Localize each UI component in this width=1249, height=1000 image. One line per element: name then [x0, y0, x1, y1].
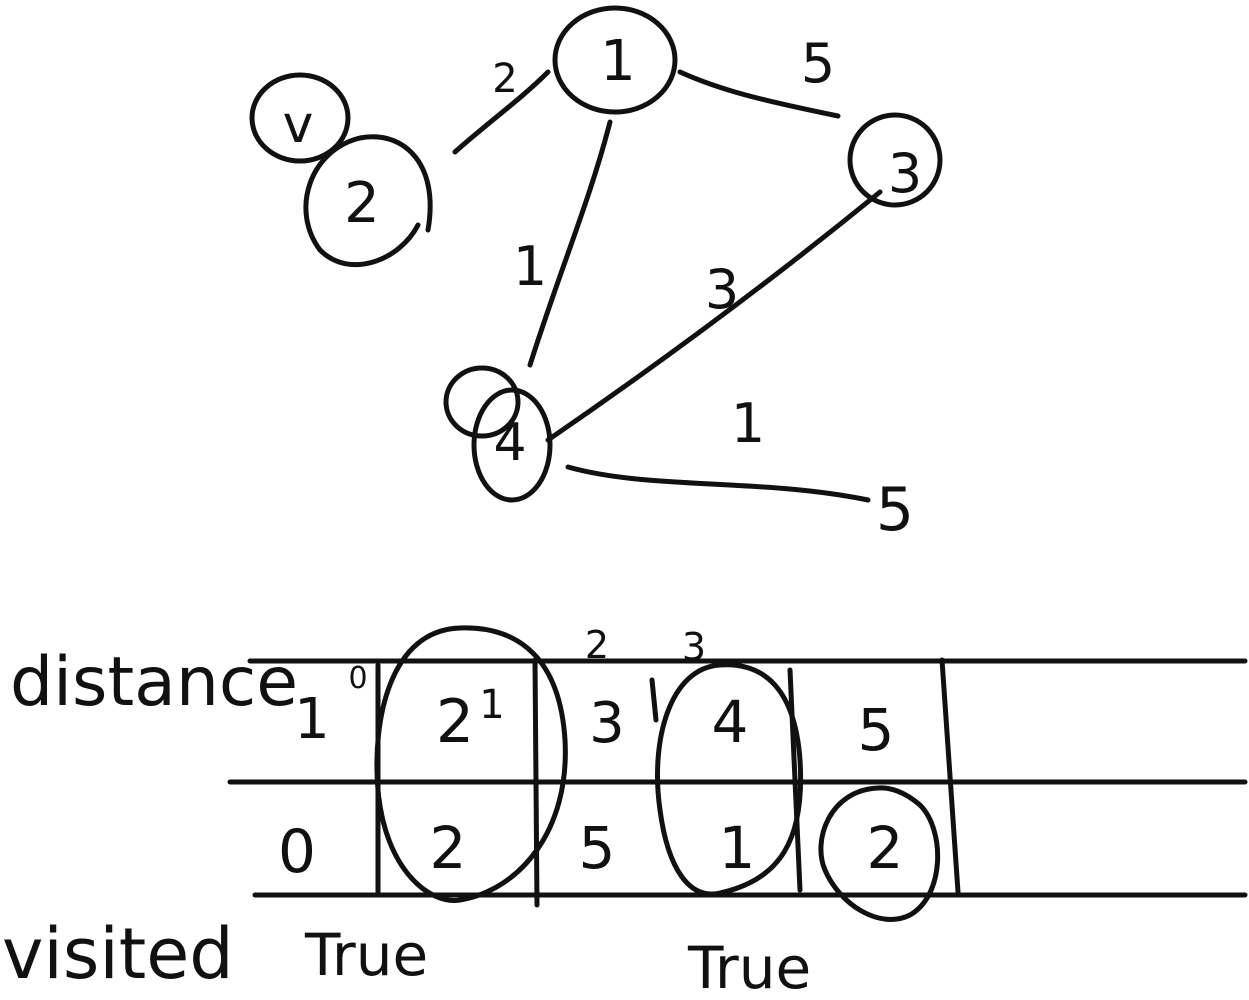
- node-4-label: 4: [493, 413, 526, 473]
- node-3: 3: [847, 112, 943, 208]
- distance-cell-5: 5: [858, 696, 895, 764]
- node-3-label: 3: [888, 142, 922, 205]
- edge-2-1: [452, 69, 551, 155]
- index-label-3: 3: [682, 625, 706, 669]
- second-row-cell-5: 2: [867, 814, 904, 882]
- distance-cell-3: 3: [589, 691, 625, 756]
- index-label-2: 2: [585, 623, 609, 667]
- weight-4-5: 1: [731, 392, 765, 455]
- node-1-label: 1: [600, 29, 636, 94]
- edge-4-3: [545, 189, 883, 443]
- node-1: 1: [552, 5, 678, 115]
- graph-nodes: 1 v 2 3 4 5: [249, 5, 943, 545]
- table-divider-2: [532, 657, 540, 908]
- edge-1-4: [527, 119, 613, 368]
- distance-cell-2-mark: 1: [479, 682, 504, 728]
- visited-mark-label: v: [283, 95, 314, 155]
- node-1-circle: [552, 5, 678, 115]
- column-5-loop: [818, 785, 941, 922]
- visited-mark-circle: [249, 72, 351, 164]
- second-row-cell-1: 0: [278, 817, 316, 887]
- distance-cell-1: 1: [294, 687, 330, 752]
- node-4-circle: [471, 387, 553, 503]
- node-4-visited-circle: [443, 365, 521, 439]
- edge-1-3: [677, 69, 841, 119]
- second-row-cell-3: 5: [579, 814, 616, 882]
- weight-1-4: 1: [513, 235, 547, 298]
- edge-weights: 2 5 1 3 1: [492, 32, 835, 455]
- second-row-cell-2: 2: [430, 814, 467, 882]
- row-label-distance: distance: [10, 643, 298, 722]
- distance-table: distance visited 0 2 3 1 2 1 3 4 5 0 2 5…: [2, 623, 1248, 1000]
- node-2-circle: [303, 134, 433, 268]
- node-5: 5: [876, 475, 914, 545]
- graph-edges: [452, 69, 883, 503]
- row-label-visited: visited: [2, 913, 234, 995]
- table-divider-3: [649, 677, 659, 723]
- node-5-label: 5: [876, 475, 914, 545]
- index-label-0: 0: [348, 661, 367, 696]
- weight-2-1: 2: [492, 56, 517, 102]
- table-divider-5: [939, 657, 961, 895]
- column-4-loop: [655, 662, 804, 897]
- edge-4-5: [565, 464, 871, 503]
- visited-value-column-4: True: [687, 934, 811, 1000]
- node-3-circle: [847, 112, 943, 208]
- column-2-loop: [374, 625, 568, 903]
- node-4: 4: [443, 365, 553, 503]
- second-row-cell-4: 1: [719, 814, 756, 882]
- table-divider-4: [787, 667, 803, 893]
- distance-cell-2: 2: [436, 687, 474, 757]
- node-2-label: 2: [344, 171, 380, 236]
- distance-cell-4: 4: [712, 688, 749, 756]
- weight-4-3: 3: [705, 258, 739, 321]
- visited-value-column-2: True: [304, 921, 428, 989]
- node-2: v 2: [249, 72, 433, 268]
- weight-1-3: 5: [801, 32, 835, 95]
